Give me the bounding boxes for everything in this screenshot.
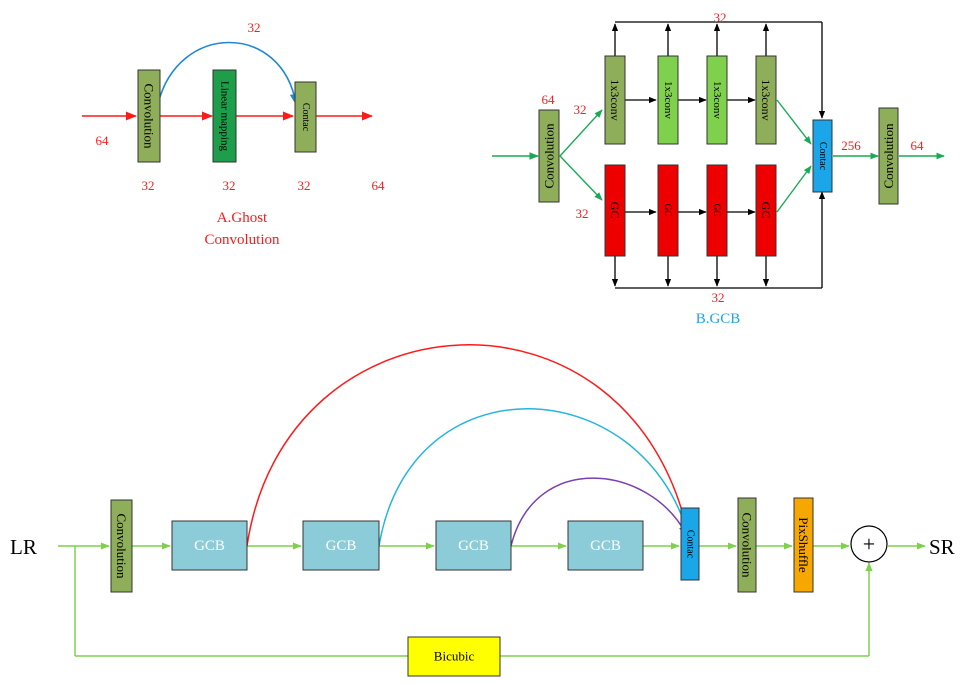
gcb-top-block-2 <box>657 55 679 145</box>
gcb-top-block-4 <box>755 55 777 145</box>
gcb-gc-label-1: GC <box>608 202 622 219</box>
gcb-output-convolution-block <box>878 107 899 205</box>
gcb-branch-bottom-label: 32 <box>576 206 589 221</box>
gcb-branch-up-arrow <box>559 109 603 157</box>
gcb-top-block-label-3: 1x3conv <box>711 81 723 119</box>
gcb-block-3 <box>435 520 512 571</box>
gcb-top-block-3 <box>706 55 728 145</box>
gcb-top-bus-label: 32 <box>714 10 727 25</box>
lr-label: LR <box>10 535 37 559</box>
gcb-title: B.GCB <box>696 311 741 327</box>
gcb-gc-label-4: GC <box>759 202 773 219</box>
gcb-top-to-contac-arrow <box>776 99 812 145</box>
ghost-convolution-panel: Convolution Linear mapping Contac 32 64 … <box>82 20 385 248</box>
ghost-convolution-label: Convolution <box>142 83 157 149</box>
gcb-output-label: 64 <box>911 138 925 153</box>
net-input-convolution-block <box>110 499 133 593</box>
gcb-input-convolution-label: Convolution <box>542 123 557 189</box>
add-operator <box>850 525 888 563</box>
net-output-convolution-block <box>737 497 757 593</box>
gcb-block-2 <box>302 520 380 571</box>
skip-arc-gcb3-purple <box>510 477 687 547</box>
gcb-gc-label-3: GC <box>712 204 722 217</box>
ghost-title-line-1: A.Ghost <box>217 210 268 226</box>
pixshuffle-block <box>793 497 814 593</box>
net-input-convolution-label: Convolution <box>114 513 129 579</box>
gcb-gc-block-3 <box>706 164 728 257</box>
gcb-gc-block-2 <box>657 164 679 257</box>
gcb-bottom-to-contac-arrow <box>776 165 812 213</box>
net-contac-block <box>680 507 700 581</box>
gcb-contac-block <box>812 119 833 193</box>
ghost-bottom-label-1: 32 <box>142 178 155 193</box>
gcb-gc-block-4 <box>755 164 777 257</box>
gcb-contac-label: Contac <box>817 142 828 171</box>
ghost-linear-mapping-block <box>212 69 237 163</box>
gcb-panel: Convolution 1x3conv 1x3conv 1x3conv 1x3c… <box>492 10 945 327</box>
gcb-output-convolution-label: Convolution <box>881 123 896 189</box>
network-panel: LR SR Convolution GCB GCB GCB GCB <box>10 344 955 677</box>
ghost-contac-label: Contac <box>300 103 311 132</box>
ghost-skip-arc <box>157 41 299 106</box>
gcb-bottom-bus-label: 32 <box>712 290 725 305</box>
gcb-block-1 <box>171 520 248 571</box>
ghost-title-line-2: Convolution <box>204 232 280 248</box>
gcb-concat-out-label: 256 <box>841 138 861 153</box>
ghost-bottom-label-3: 32 <box>298 178 311 193</box>
ghost-convolution-block <box>137 69 161 163</box>
gcb-gc-label-2: GC <box>663 204 673 217</box>
ghost-skip-label: 32 <box>248 20 261 35</box>
gcb-branch-down-arrow <box>559 155 603 201</box>
gcb-input-convolution-block <box>538 109 560 203</box>
ghost-input-label: 64 <box>96 133 110 148</box>
gcb-branch-top-label: 32 <box>574 102 587 117</box>
ghost-bottom-label-2: 32 <box>223 178 236 193</box>
skip-arc-gcb2-cyan <box>378 408 690 547</box>
gcb-conv-top-label: 64 <box>542 92 556 107</box>
bicubic-block <box>407 636 501 677</box>
gcb-block-4 <box>567 520 644 571</box>
gcb-top-block-1 <box>604 55 626 145</box>
ghost-linear-mapping-label: Linear mapping <box>219 81 231 151</box>
gcb-gc-block-1 <box>604 164 626 257</box>
bicubic-label: Bicubic <box>434 649 475 664</box>
ghost-bottom-label-4: 64 <box>372 178 386 193</box>
pixshuffle-label: PixShuffle <box>796 517 811 573</box>
gcb-block-label-1: GCB <box>194 538 225 554</box>
gcb-top-block-label-2: 1x3conv <box>662 81 674 119</box>
gcb-top-block-label-1: 1x3conv <box>608 79 622 120</box>
gcb-top-block-label-4: 1x3conv <box>759 79 773 120</box>
gcb-block-label-2: GCB <box>326 538 357 554</box>
sr-label: SR <box>929 535 955 559</box>
net-contac-label: Contac <box>685 530 696 559</box>
skip-arc-gcb1-red <box>246 344 690 547</box>
net-output-convolution-label: Convolution <box>740 512 755 578</box>
gcb-block-label-4: GCB <box>590 538 621 554</box>
ghost-contac-block <box>294 81 317 153</box>
add-operator-symbol: + <box>863 532 875 557</box>
gcb-block-label-3: GCB <box>458 538 489 554</box>
